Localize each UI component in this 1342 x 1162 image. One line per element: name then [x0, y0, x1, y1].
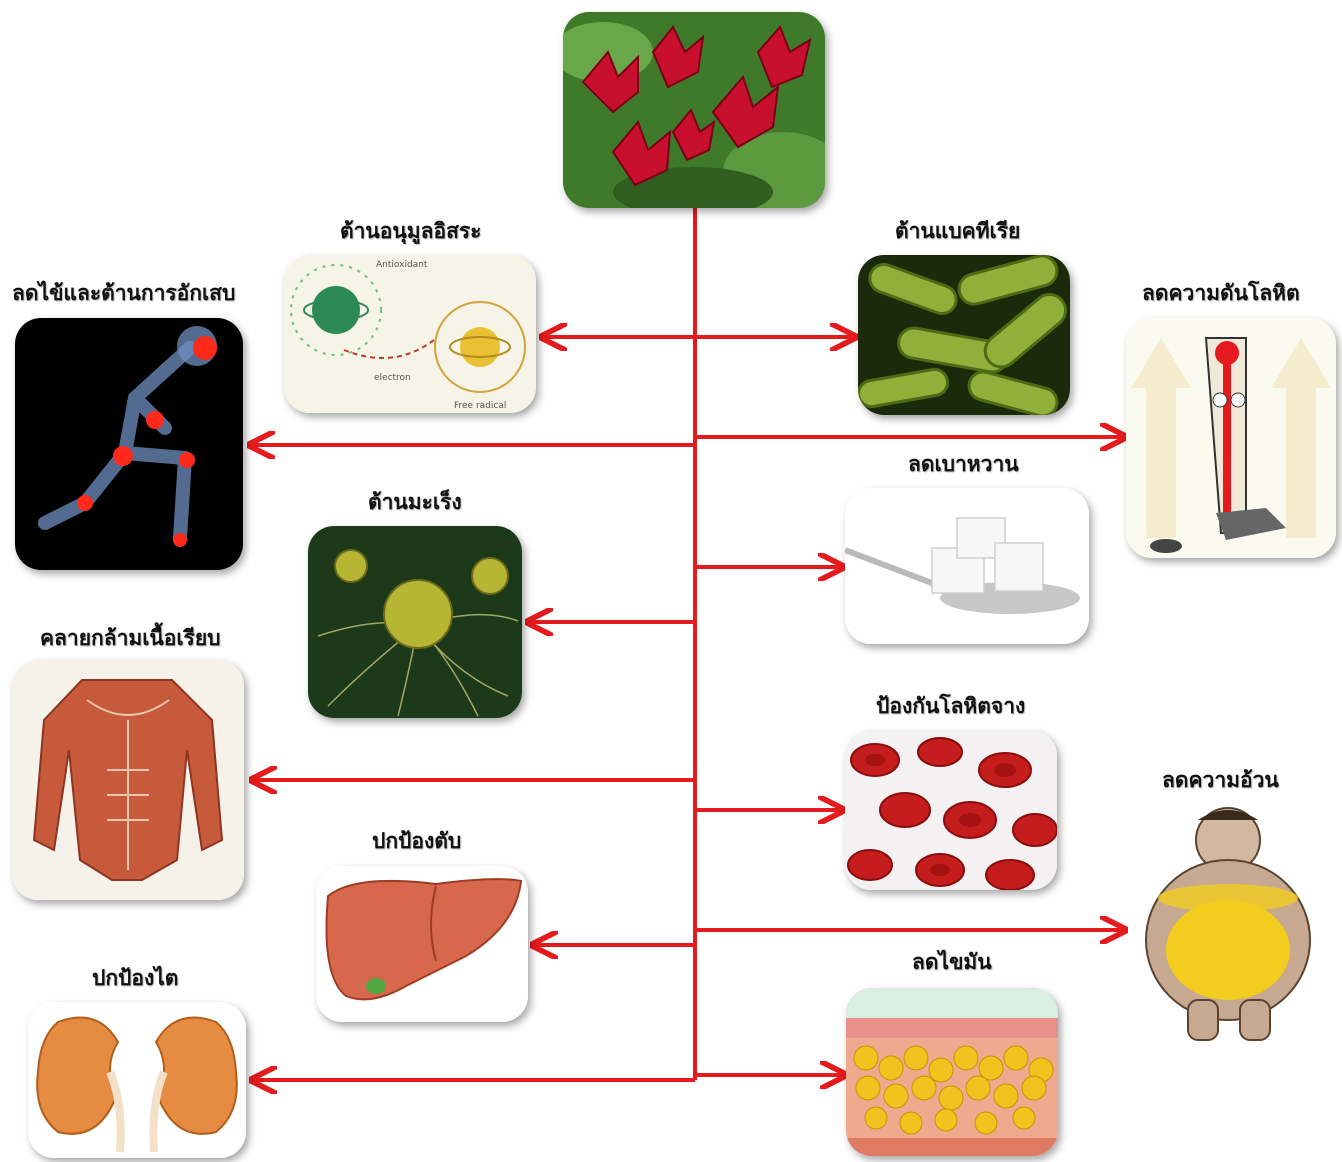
label-antioxidant: ต้านอนุมูลอิสระ: [340, 215, 481, 248]
label-antibacterial: ต้านแบคทีเรีย: [895, 215, 1020, 248]
muscle-body-image: [12, 660, 244, 900]
red-blood-cells-image: [845, 730, 1057, 890]
label-anticancer: ต้านมะเร็ง: [368, 486, 462, 519]
label-obesity: ลดความอ้วน: [1162, 764, 1279, 797]
antioxidant-image: Antioxidant electron Free radical: [284, 255, 536, 413]
label-anemia: ป้องกันโลหิตจาง: [876, 690, 1025, 723]
svg-text:Free radical: Free radical: [454, 401, 506, 411]
label-diabetes: ลดเบาหวาน: [908, 448, 1019, 481]
label-blood-pressure: ลดความดันโลหิต: [1142, 277, 1300, 310]
blood-pressure-image: [1126, 318, 1336, 558]
svg-text:Antioxidant: Antioxidant: [376, 260, 428, 270]
cancer-cell-image: [308, 526, 522, 718]
label-fat: ลดไขมัน: [912, 946, 992, 979]
label-kidney: ปกป้องไต: [92, 962, 178, 995]
label-liver: ปกป้องตับ: [372, 825, 461, 858]
fat-tissue-image: [846, 988, 1058, 1156]
inflammation-body-image: [15, 318, 243, 570]
sugar-spoon-image: [845, 488, 1089, 644]
hibiscus-flower-image: [563, 12, 825, 208]
kidney-image: [28, 1002, 246, 1158]
label-fever: ลดไข้และต้านการอักเสบ: [12, 277, 235, 310]
bacteria-image: [858, 255, 1070, 415]
label-muscle: คลายกล้ามเนื้อเรียบ: [40, 622, 220, 655]
svg-text:electron: electron: [374, 373, 411, 383]
liver-image: [316, 866, 528, 1022]
obese-man-image: [1128, 800, 1328, 1048]
